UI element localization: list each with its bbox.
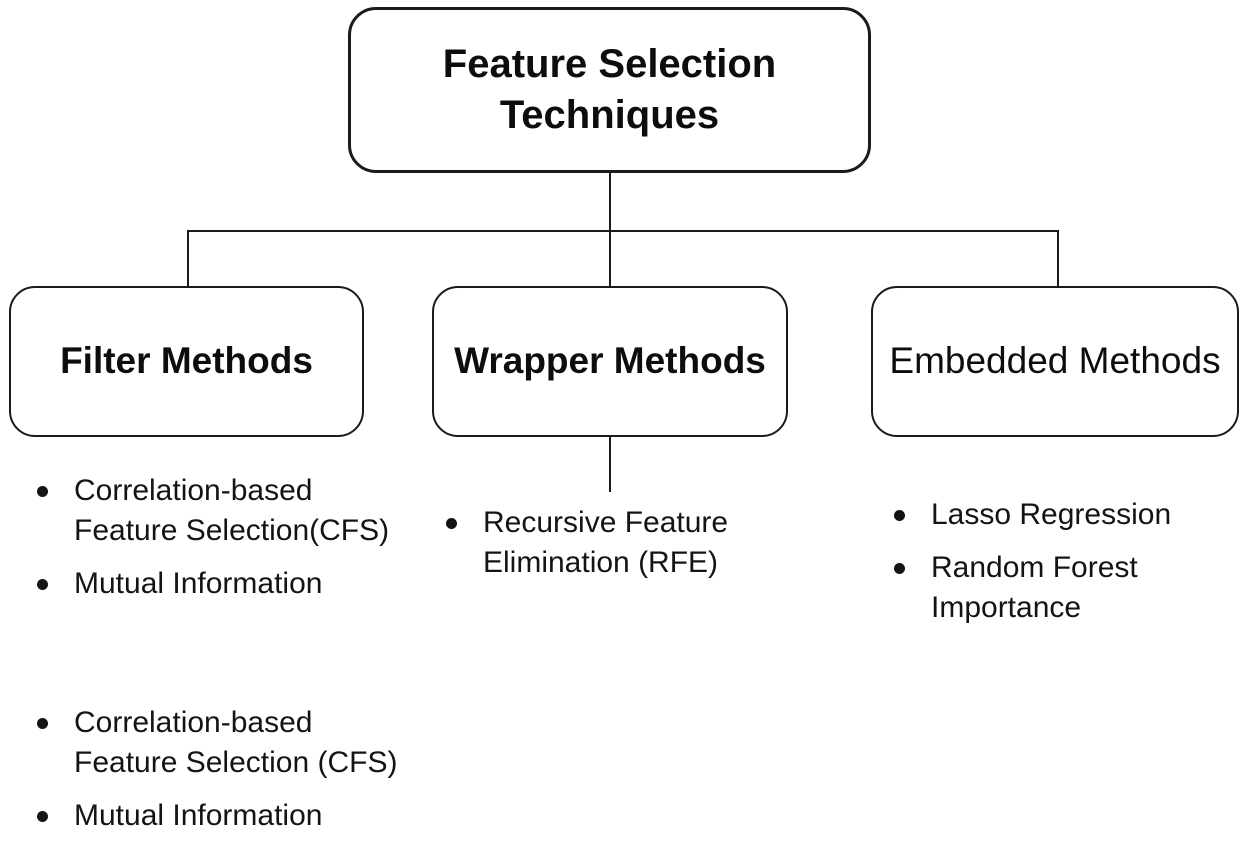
list-item: Mutual Information (37, 796, 397, 836)
list-item-text: Random Forest Importance (931, 551, 1138, 624)
list-item: Mutual Information (37, 564, 389, 604)
embedded-methods-list: Lasso Regression Random Forest Importanc… (894, 495, 1171, 628)
list-item-text: Correlation-based Feature Selection(CFS) (74, 474, 390, 547)
list-item-text: Mutual Information (74, 799, 323, 832)
list-item: Correlation-based Feature Selection (CFS… (37, 703, 397, 783)
bullet-icon (37, 718, 48, 729)
bullet-icon (37, 811, 48, 822)
connector-root-stem (609, 173, 611, 232)
list-item: Correlation-based Feature Selection(CFS) (37, 471, 389, 551)
bullet-icon (894, 563, 905, 574)
branch-node-filter-methods: Filter Methods (9, 286, 364, 437)
root-node-feature-selection-techniques: Feature Selection Techniques (348, 7, 871, 173)
list-item: Lasso Regression (894, 495, 1171, 535)
list-item-text: Recursive Feature Elimination (RFE) (483, 506, 729, 579)
connector-horizontal-bar (187, 230, 1059, 232)
list-item-text: Mutual Information (74, 567, 323, 600)
root-node-label: Feature Selection Techniques (442, 41, 777, 137)
bullet-icon (37, 486, 48, 497)
branch-node-wrapper-methods: Wrapper Methods (432, 286, 788, 437)
filter-methods-list: Correlation-based Feature Selection(CFS)… (37, 471, 389, 604)
wrapper-methods-list: Recursive Feature Elimination (RFE) (446, 503, 728, 583)
branch-embedded-label: Embedded Methods (889, 340, 1221, 382)
bullet-icon (37, 579, 48, 590)
branch-node-embedded-methods: Embedded Methods (871, 286, 1239, 437)
list-item: Random Forest Importance (894, 548, 1171, 628)
branch-wrapper-label: Wrapper Methods (454, 340, 766, 382)
list-item-text: Correlation-based Feature Selection (CFS… (74, 706, 398, 779)
branch-filter-label: Filter Methods (60, 340, 313, 382)
connector-drop-wrapper (609, 230, 611, 287)
connector-drop-filter (187, 230, 189, 287)
bullet-icon (446, 518, 457, 529)
connector-wrapper-list-stem (609, 436, 611, 492)
connector-drop-embedded (1057, 230, 1059, 287)
list-item-text: Lasso Regression (931, 498, 1172, 531)
footer-filter-list: Correlation-based Feature Selection (CFS… (37, 703, 397, 836)
bullet-icon (894, 510, 905, 521)
list-item: Recursive Feature Elimination (RFE) (446, 503, 728, 583)
